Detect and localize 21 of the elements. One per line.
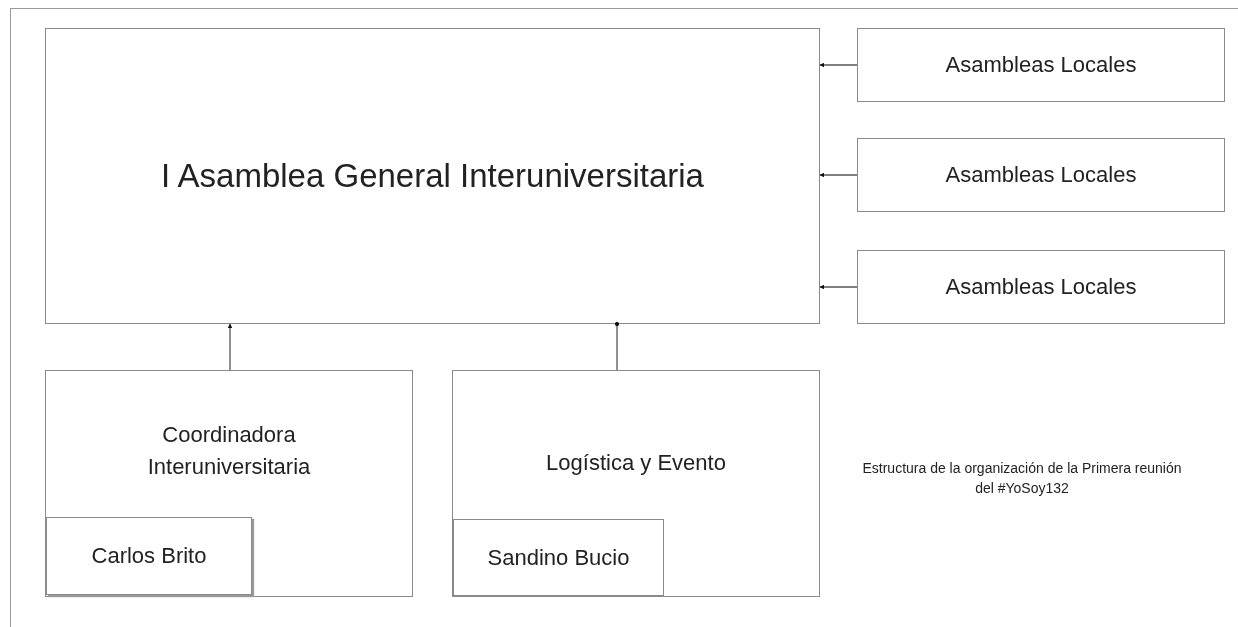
process-box xyxy=(45,28,820,324)
process-box xyxy=(857,250,1225,324)
node-label: Asambleas Locales xyxy=(944,273,1138,302)
process-box xyxy=(45,370,413,597)
node-label: Asambleas Locales xyxy=(944,161,1138,190)
node-label: Sandino Bucio xyxy=(486,543,631,572)
node-label: Logística y Evento xyxy=(545,449,727,477)
connector-arrow xyxy=(819,62,858,68)
caption-note: Estructura de la organización de la Primera reunión del #YoSoy132 xyxy=(862,459,1182,498)
connector-arrow xyxy=(819,172,858,178)
process-box xyxy=(453,519,664,596)
node-label: Coordinadora Interuniversitaria xyxy=(146,421,312,481)
process-box xyxy=(857,138,1225,212)
process-box xyxy=(857,28,1225,102)
connector-arrow xyxy=(227,323,233,371)
process-box xyxy=(46,517,252,595)
node-label: Asambleas Locales xyxy=(944,51,1138,80)
node-label: I Asamblea General Interuniversitaria xyxy=(160,156,705,197)
connector-arrow xyxy=(819,284,858,290)
process-box xyxy=(452,370,820,597)
node-label: Carlos Brito xyxy=(90,542,208,571)
